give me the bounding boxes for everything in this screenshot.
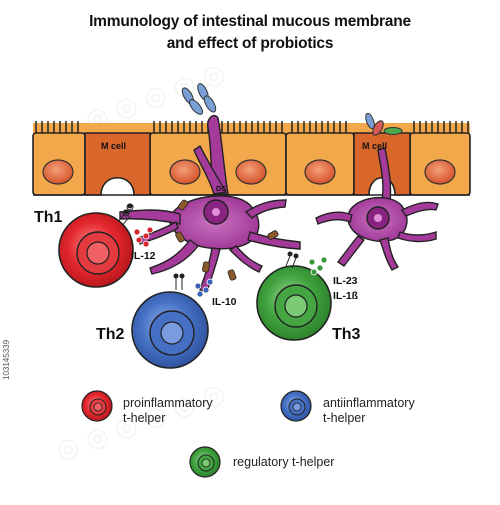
dendritic-cell-right [315, 147, 439, 271]
legend-antiinflammatory-line2: t-helper [323, 411, 366, 425]
legend-icon-regulatory [189, 446, 221, 478]
legend-icon-proinflammatory [81, 390, 113, 422]
il23-label: IL-23 [333, 275, 358, 287]
bacteria-right [365, 112, 403, 136]
legend-proinflammatory-line2: t-helper [123, 411, 166, 425]
receptor-dots [123, 203, 299, 279]
il1b-label: IL-1ß [333, 290, 359, 302]
dendritic-cell-left [119, 114, 301, 293]
receptor-connectors [117, 203, 297, 290]
il10-label: IL-10 [212, 296, 237, 308]
il23-cytokines [308, 256, 328, 276]
title-line-2: and effect of probiotics [166, 35, 334, 52]
il10-cytokines [194, 278, 214, 298]
th2-cell [131, 291, 209, 369]
m-cell-right-label: M cell [362, 141, 388, 151]
bacteria-top [181, 83, 217, 115]
legend-antiinflammatory-text: antiinflammatory t-helper [323, 396, 415, 426]
title-line-1: Immunology of intestinal mucous membrane [89, 13, 411, 30]
th1-label: Th1 [34, 209, 63, 226]
legend-proinflammatory-text: proinflammatory t-helper [123, 396, 213, 426]
legend-antiinflammatory-line1: antiinflammatory [323, 396, 415, 410]
cell-nuclei [42, 159, 456, 185]
il12-cytokines [133, 226, 154, 248]
il12-label: IL-12 [131, 250, 156, 262]
th2-label: Th2 [96, 326, 125, 343]
th3-label: Th3 [332, 326, 361, 343]
legend-icon-antiinflammatory [280, 390, 312, 422]
dc-receptors [175, 199, 279, 281]
legend-proinflammatory-line1: proinflammatory [123, 396, 213, 410]
m-cell-left-label: M cell [101, 141, 127, 151]
epithelium [32, 121, 471, 196]
stock-id: 103145339 [2, 339, 11, 380]
th1-cell [58, 212, 134, 288]
dc-label: DC [216, 186, 227, 193]
legend-regulatory-text: regulatory t-helper [233, 455, 335, 469]
th3-cell [256, 265, 332, 341]
microvilli-lines [35, 121, 469, 133]
